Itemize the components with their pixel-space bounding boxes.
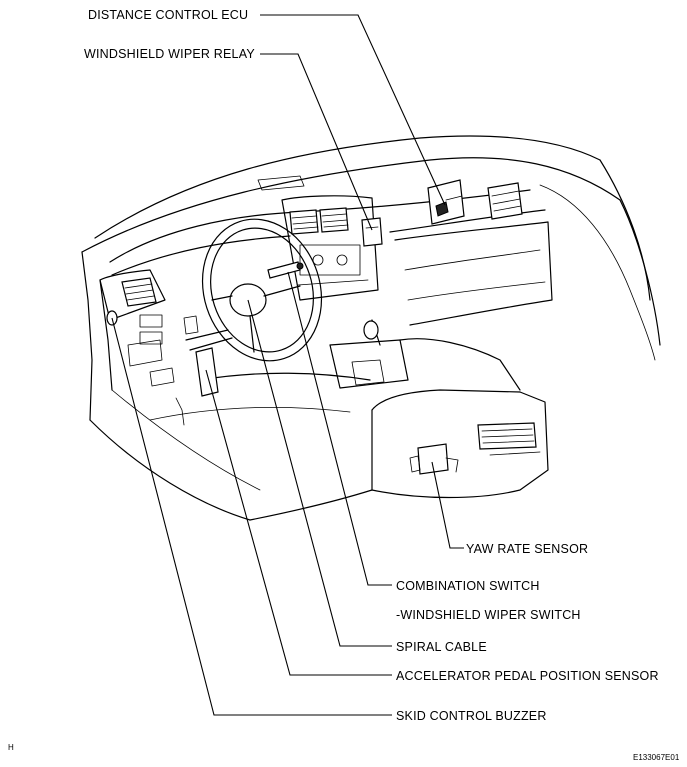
leader-accelerator-pedal-position-sensor [205, 369, 392, 676]
leader-spiral-cable [247, 299, 392, 647]
footer-left-code: H [8, 743, 14, 752]
label-windshield-wiper-switch: -WINDSHIELD WIPER SWITCH [396, 608, 581, 622]
label-windshield-wiper-relay: WINDSHIELD WIPER RELAY [84, 47, 255, 61]
leader-skid-control-buzzer [111, 317, 392, 716]
vehicle-interior-illustration [81, 135, 661, 521]
leader-yaw-rate-sensor [431, 461, 464, 549]
label-yaw-rate-sensor: YAW RATE SENSOR [466, 542, 588, 556]
leader-lines [111, 14, 464, 716]
label-combination-switch: COMBINATION SWITCH [396, 579, 540, 593]
label-spiral-cable: SPIRAL CABLE [396, 640, 487, 654]
label-skid-control-buzzer: SKID CONTROL BUZZER [396, 709, 547, 723]
leader-windshield-wiper-relay [260, 53, 373, 231]
figure-id: E133067E01 [633, 753, 680, 762]
part-labels: DISTANCE CONTROL ECU WINDSHIELD WIPER RE… [84, 8, 659, 723]
label-distance-control-ecu: DISTANCE CONTROL ECU [88, 8, 248, 22]
leader-combination-switch [287, 271, 392, 586]
label-accelerator-pedal-position-sensor: ACCELERATOR PEDAL POSITION SENSOR [396, 669, 659, 683]
leader-distance-control-ecu [260, 14, 446, 206]
